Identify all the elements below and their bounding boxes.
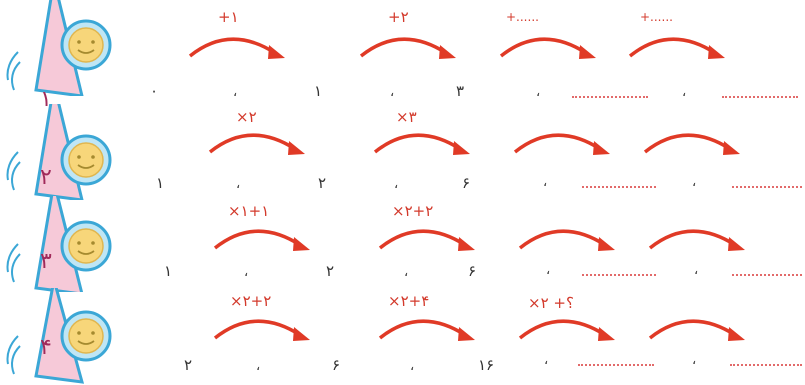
rule-label: ×۲ +؟ <box>528 294 574 312</box>
rule-label: ×۲+۲ <box>230 292 272 310</box>
row-number: ۲ <box>40 165 52 190</box>
separator: ، <box>682 85 687 100</box>
rule-label: ×۲+۲ <box>392 202 434 220</box>
answer-blank[interactable] <box>732 186 802 188</box>
separator: ، <box>256 359 261 374</box>
arrow <box>518 229 615 251</box>
sequence-row-3: ۳ ×۱+۱ ×۲+۲ ۱ ، ۲ ، ۶ ، ، <box>0 196 805 292</box>
separator: ، <box>544 353 549 368</box>
separator: ، <box>543 175 548 190</box>
arrow <box>208 133 305 155</box>
row-number: ۴ <box>40 335 52 360</box>
answer-blank[interactable] <box>730 364 802 366</box>
separator: ، <box>404 265 409 280</box>
term: ۳ <box>456 82 465 100</box>
arrow <box>513 133 610 155</box>
term: ۶ <box>332 356 341 374</box>
separator: ، <box>236 177 241 192</box>
answer-blank[interactable] <box>722 96 798 98</box>
separator: ، <box>692 175 697 190</box>
sequence-row-1: ۱ +۱ +۲ +...... +...... ۰ ، ۱ ، ۳ ، ، <box>0 0 805 111</box>
arrow <box>359 37 456 59</box>
term: ۱ <box>156 174 165 192</box>
separator: ، <box>694 263 699 278</box>
arrow <box>378 319 475 341</box>
rule-label: ×۲+۴ <box>388 292 430 310</box>
arrow <box>643 133 740 155</box>
row-badge-3 <box>6 196 112 292</box>
term: ۲ <box>184 356 193 374</box>
rule-label: +...... <box>506 10 539 24</box>
separator: ، <box>692 353 697 368</box>
separator: ، <box>410 359 415 374</box>
row-number: ۱ <box>40 87 52 112</box>
arrow <box>648 229 745 251</box>
row-badge-4 <box>6 288 112 384</box>
answer-blank[interactable] <box>582 274 656 276</box>
rule-label: +...... <box>640 10 673 24</box>
separator: ، <box>536 85 541 100</box>
separator: ، <box>233 85 238 100</box>
row-badge-2 <box>6 104 112 200</box>
arrow <box>628 37 725 59</box>
rule-label: ×۲ <box>236 108 257 126</box>
arrow <box>213 229 310 251</box>
separator: ، <box>394 177 399 192</box>
arrow <box>188 37 285 59</box>
term: ۲ <box>326 262 335 280</box>
answer-blank[interactable] <box>578 364 654 366</box>
rule-label: +۱ <box>218 8 239 26</box>
term: ۱۶ <box>478 356 495 374</box>
sequence-row-2: ۲ ×۲ ×۳ ۱ ، ۲ ، ۶ ، ، <box>0 104 805 200</box>
rule-label: ×۳ <box>396 108 417 126</box>
term: ۰ <box>150 82 159 100</box>
row-badge-1 <box>6 0 112 96</box>
arrow <box>499 37 596 59</box>
arrow <box>518 319 615 341</box>
rule-label: +۲ <box>388 8 409 26</box>
arrow <box>213 319 310 341</box>
answer-blank[interactable] <box>572 96 648 98</box>
separator: ، <box>390 85 395 100</box>
arrow <box>378 229 475 251</box>
separator: ، <box>546 263 551 278</box>
term: ۱ <box>314 82 323 100</box>
arrow <box>648 319 745 341</box>
rule-label: ×۱+۱ <box>228 202 270 220</box>
term: ۱ <box>164 262 173 280</box>
sequence-row-4: ۴ ×۲+۲ ×۲+۴ ×۲ +؟ ۲ ، ۶ ، ۱۶ ، ، <box>0 288 805 384</box>
row-number: ۳ <box>40 249 52 274</box>
term: ۶ <box>468 262 477 280</box>
answer-blank[interactable] <box>582 186 656 188</box>
term: ۲ <box>318 174 327 192</box>
separator: ، <box>244 265 249 280</box>
term: ۶ <box>462 174 471 192</box>
arrow <box>373 133 470 155</box>
answer-blank[interactable] <box>732 274 802 276</box>
